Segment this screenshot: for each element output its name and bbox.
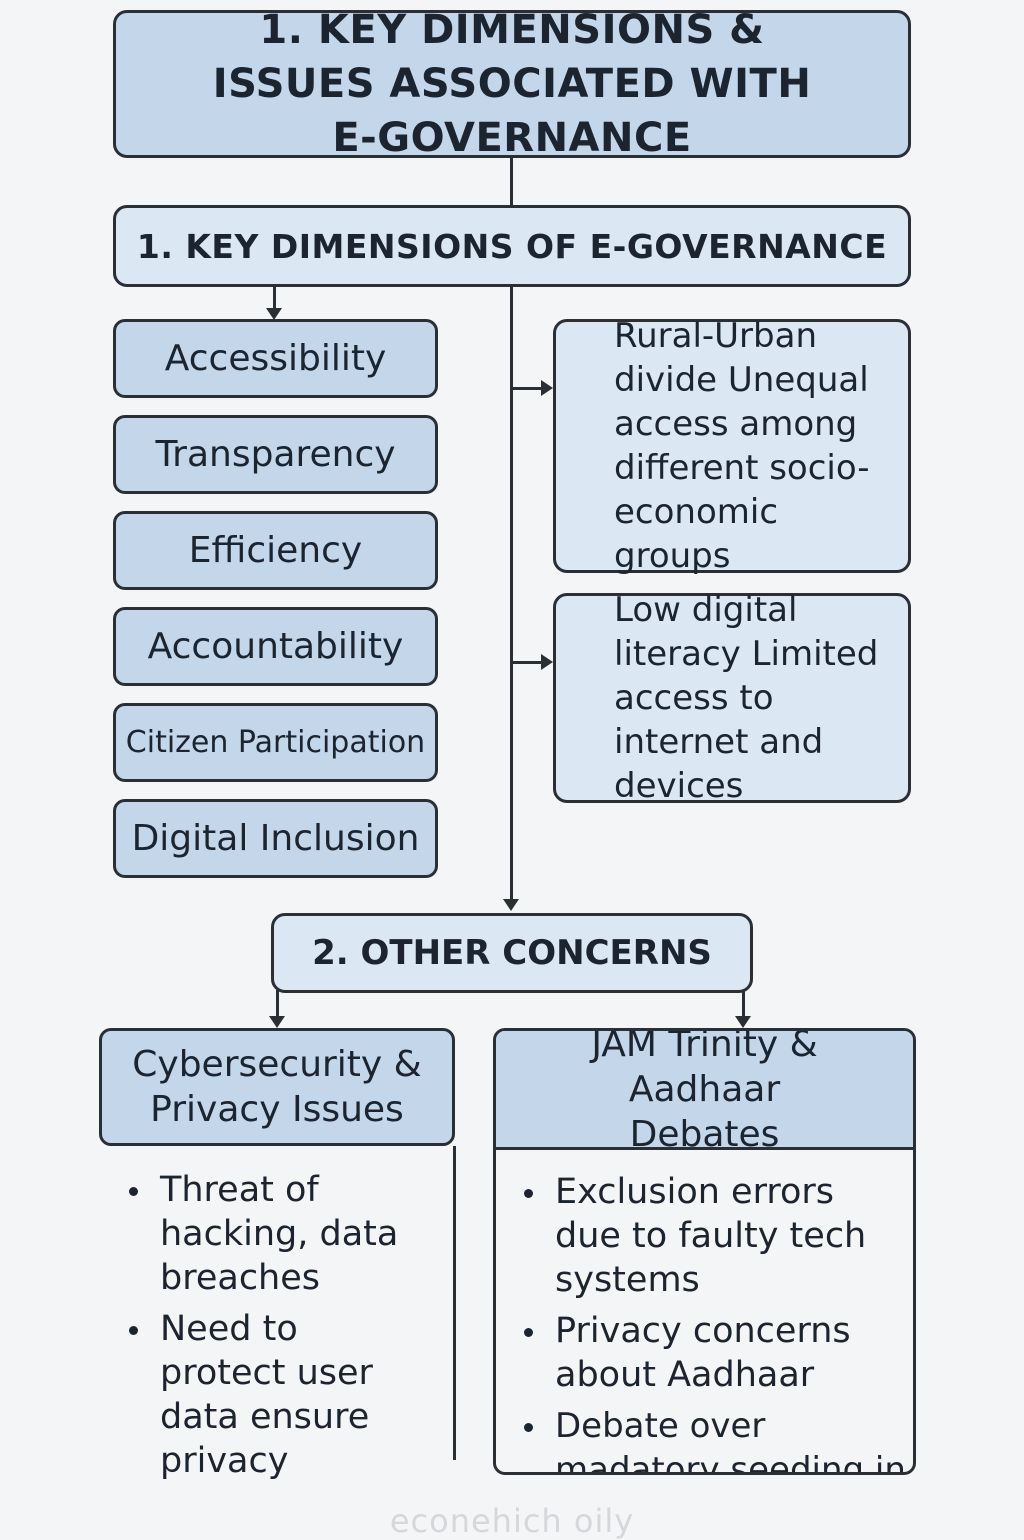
arrow-to-dimensions xyxy=(266,308,282,320)
section1-heading: 1. KEY DIMENSIONS OF E-GOVERNANCE xyxy=(113,205,911,287)
dimension-label: Digital Inclusion xyxy=(131,818,420,859)
bullet-item: Privacy concerns about Aadhaar xyxy=(521,1309,855,1397)
issue-text: Rural-Urban divide Unequal access among … xyxy=(614,316,870,576)
issue-text: Low digital literacy Limited access to i… xyxy=(614,590,879,806)
connector-title-subtitle xyxy=(510,158,513,205)
dimension-accountability: Accountability xyxy=(113,607,438,686)
issue-rural-urban-divide: Rural-Urban divide Unequal access among … xyxy=(553,316,911,576)
panel-cybersecurity-body: Threat of hacking, data breaches Need to… xyxy=(126,1168,451,1490)
connector-main-trunk xyxy=(510,287,513,900)
dimension-label: Accessibility xyxy=(164,338,387,379)
dimension-citizen-participation: Citizen Participation xyxy=(113,703,438,782)
panel-jam-trinity-title: JAM Trinity & Aadhaar Debates xyxy=(496,1031,913,1155)
dimension-label: Accountability xyxy=(147,626,404,667)
dimension-label: Transparency xyxy=(155,434,396,475)
dimension-label: Citizen Participation xyxy=(125,725,426,760)
dimension-transparency: Transparency xyxy=(113,415,438,494)
dimension-efficiency: Efficiency xyxy=(113,511,438,590)
main-title-text: 1. KEY DIMENSIONS & ISSUES ASSOCIATED WI… xyxy=(212,7,812,161)
panel-cybersecurity-divider xyxy=(453,1146,456,1460)
section1-heading-text: 1. KEY DIMENSIONS OF E-GOVERNANCE xyxy=(136,226,888,266)
arrow-to-issue-2 xyxy=(541,654,553,670)
arrow-to-panel-cyber xyxy=(269,1016,285,1028)
panel-jam-trinity-body: Exclusion errors due to faulty tech syst… xyxy=(496,1150,913,1472)
section2-heading: 2. OTHER CONCERNS xyxy=(271,913,753,993)
connector-to-issue-2 xyxy=(513,661,542,664)
watermark: econehich oily xyxy=(389,1502,635,1540)
bullet-item: Exclusion errors due to faulty tech syst… xyxy=(521,1170,895,1302)
cybersecurity-bullet-list: Threat of hacking, data breaches Need to… xyxy=(126,1168,451,1483)
panel-jam-trinity: JAM Trinity & Aadhaar Debates Exclusion … xyxy=(493,1028,916,1475)
dimension-label: Efficiency xyxy=(188,530,363,571)
panel-title-text: Cybersecurity & Privacy Issues xyxy=(132,1044,422,1130)
dimension-accessibility: Accessibility xyxy=(113,319,438,398)
issue-low-digital-literacy: Low digital literacy Limited access to i… xyxy=(553,590,911,806)
bullet-item: Need to protect user data ensure privacy xyxy=(126,1307,420,1483)
section2-heading-text: 2. OTHER CONCERNS xyxy=(312,933,712,973)
jam-bullet-list: Exclusion errors due to faulty tech syst… xyxy=(521,1170,913,1472)
connector-to-issue-1 xyxy=(513,387,542,390)
arrow-to-issue-1 xyxy=(541,380,553,396)
panel-cybersecurity-title: Cybersecurity & Privacy Issues xyxy=(99,1028,455,1146)
bullet-item: Threat of hacking, data breaches xyxy=(126,1168,451,1300)
connector-to-dimensions xyxy=(273,287,276,309)
arrow-to-panel-jam xyxy=(735,1016,751,1028)
connector-concerns-right xyxy=(742,990,745,1017)
panel-title-text: JAM Trinity & Aadhaar Debates xyxy=(591,1028,818,1155)
main-title: 1. KEY DIMENSIONS & ISSUES ASSOCIATED WI… xyxy=(113,7,911,161)
connector-concerns-left xyxy=(276,990,279,1017)
bullet-item: Debate over madatory seeding in govt sys… xyxy=(521,1404,913,1472)
dimension-digital-inclusion: Digital Inclusion xyxy=(113,799,438,878)
arrow-to-concerns xyxy=(503,899,519,911)
